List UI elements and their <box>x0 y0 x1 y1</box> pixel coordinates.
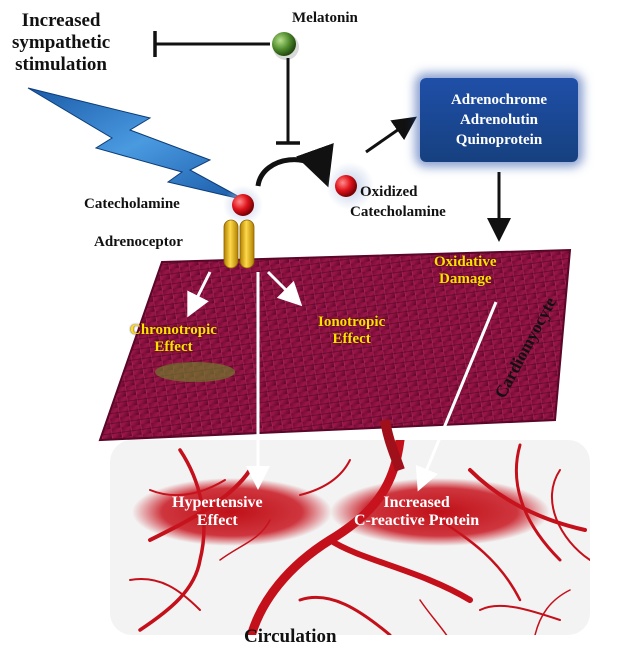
crp-label: Increased C-reactive Protein <box>354 494 479 531</box>
chronotropic-line-1: Chronotropic <box>130 322 217 338</box>
circulation-label: Circulation <box>244 626 337 647</box>
sympathetic-line-1: Increased <box>21 10 101 31</box>
hypertensive-highlight <box>132 478 332 546</box>
products-box: Adrenochrome Adrenolutin Quinoprotein <box>420 78 578 162</box>
catecholamine-label: Catecholamine <box>84 196 180 212</box>
nucleus <box>155 362 235 382</box>
adrenoceptor-label: Adrenoceptor <box>94 234 183 250</box>
melatonin-molecule-icon <box>272 32 296 56</box>
sympathetic-line-2: sympathetic <box>12 31 111 53</box>
arrow-to-chronotropic <box>187 271 212 318</box>
crp-highlight <box>330 478 550 546</box>
chronotropic-label: Chronotropic Effect <box>130 322 217 357</box>
oxidative-damage-label: Oxidative Damage <box>434 254 497 289</box>
vessel-connection <box>380 419 405 472</box>
product-adrenochrome: Adrenochrome <box>450 91 548 108</box>
sympathetic-label: Increased sympathetic stimulation <box>12 10 110 76</box>
oxidized-catecholamine-label: Oxidized Catecholamine <box>350 184 446 222</box>
crp-line-2: C-reactive Protein <box>354 512 480 530</box>
chronotropic-line-2: Effect <box>154 339 193 356</box>
arrow-to-products <box>365 116 417 154</box>
sympathetic-lightning-icon <box>27 87 246 201</box>
oxidized-line-1: Oxidized <box>360 184 418 200</box>
sympathetic-line-3: stimulation <box>15 53 107 75</box>
cardiomyocyte-cell <box>98 248 572 472</box>
arrow-to-crp <box>415 301 498 492</box>
hypertensive-line-2: Effect <box>196 512 238 530</box>
adrenoceptor-icon <box>223 219 255 269</box>
ionotropic-label: Ionotropic Effect <box>318 314 385 349</box>
oxidative-line-2: Damage <box>439 271 492 288</box>
oxidized-catecholamine-icon <box>335 175 357 197</box>
product-quinoprotein: Quinoprotein <box>455 132 543 149</box>
hypertensive-label: Hypertensive Effect <box>172 494 263 531</box>
hypertensive-line-1: Hypertensive <box>172 494 263 511</box>
arrow-to-ionotropic <box>266 270 303 307</box>
product-adrenolutin: Adrenolutin <box>459 111 539 128</box>
ionotropic-line-1: Ionotropic <box>318 314 386 330</box>
catecholamine-molecule-icon <box>232 194 254 216</box>
oxidized-line-2: Catecholamine <box>350 204 446 221</box>
oxidative-line-1: Oxidative <box>434 254 497 270</box>
crp-line-1: Increased <box>383 494 450 511</box>
oxidation-arrow <box>255 143 334 188</box>
melatonin-label: Melatonin <box>292 10 358 26</box>
ionotropic-line-2: Effect <box>332 331 371 348</box>
circulation-panel <box>110 440 590 635</box>
